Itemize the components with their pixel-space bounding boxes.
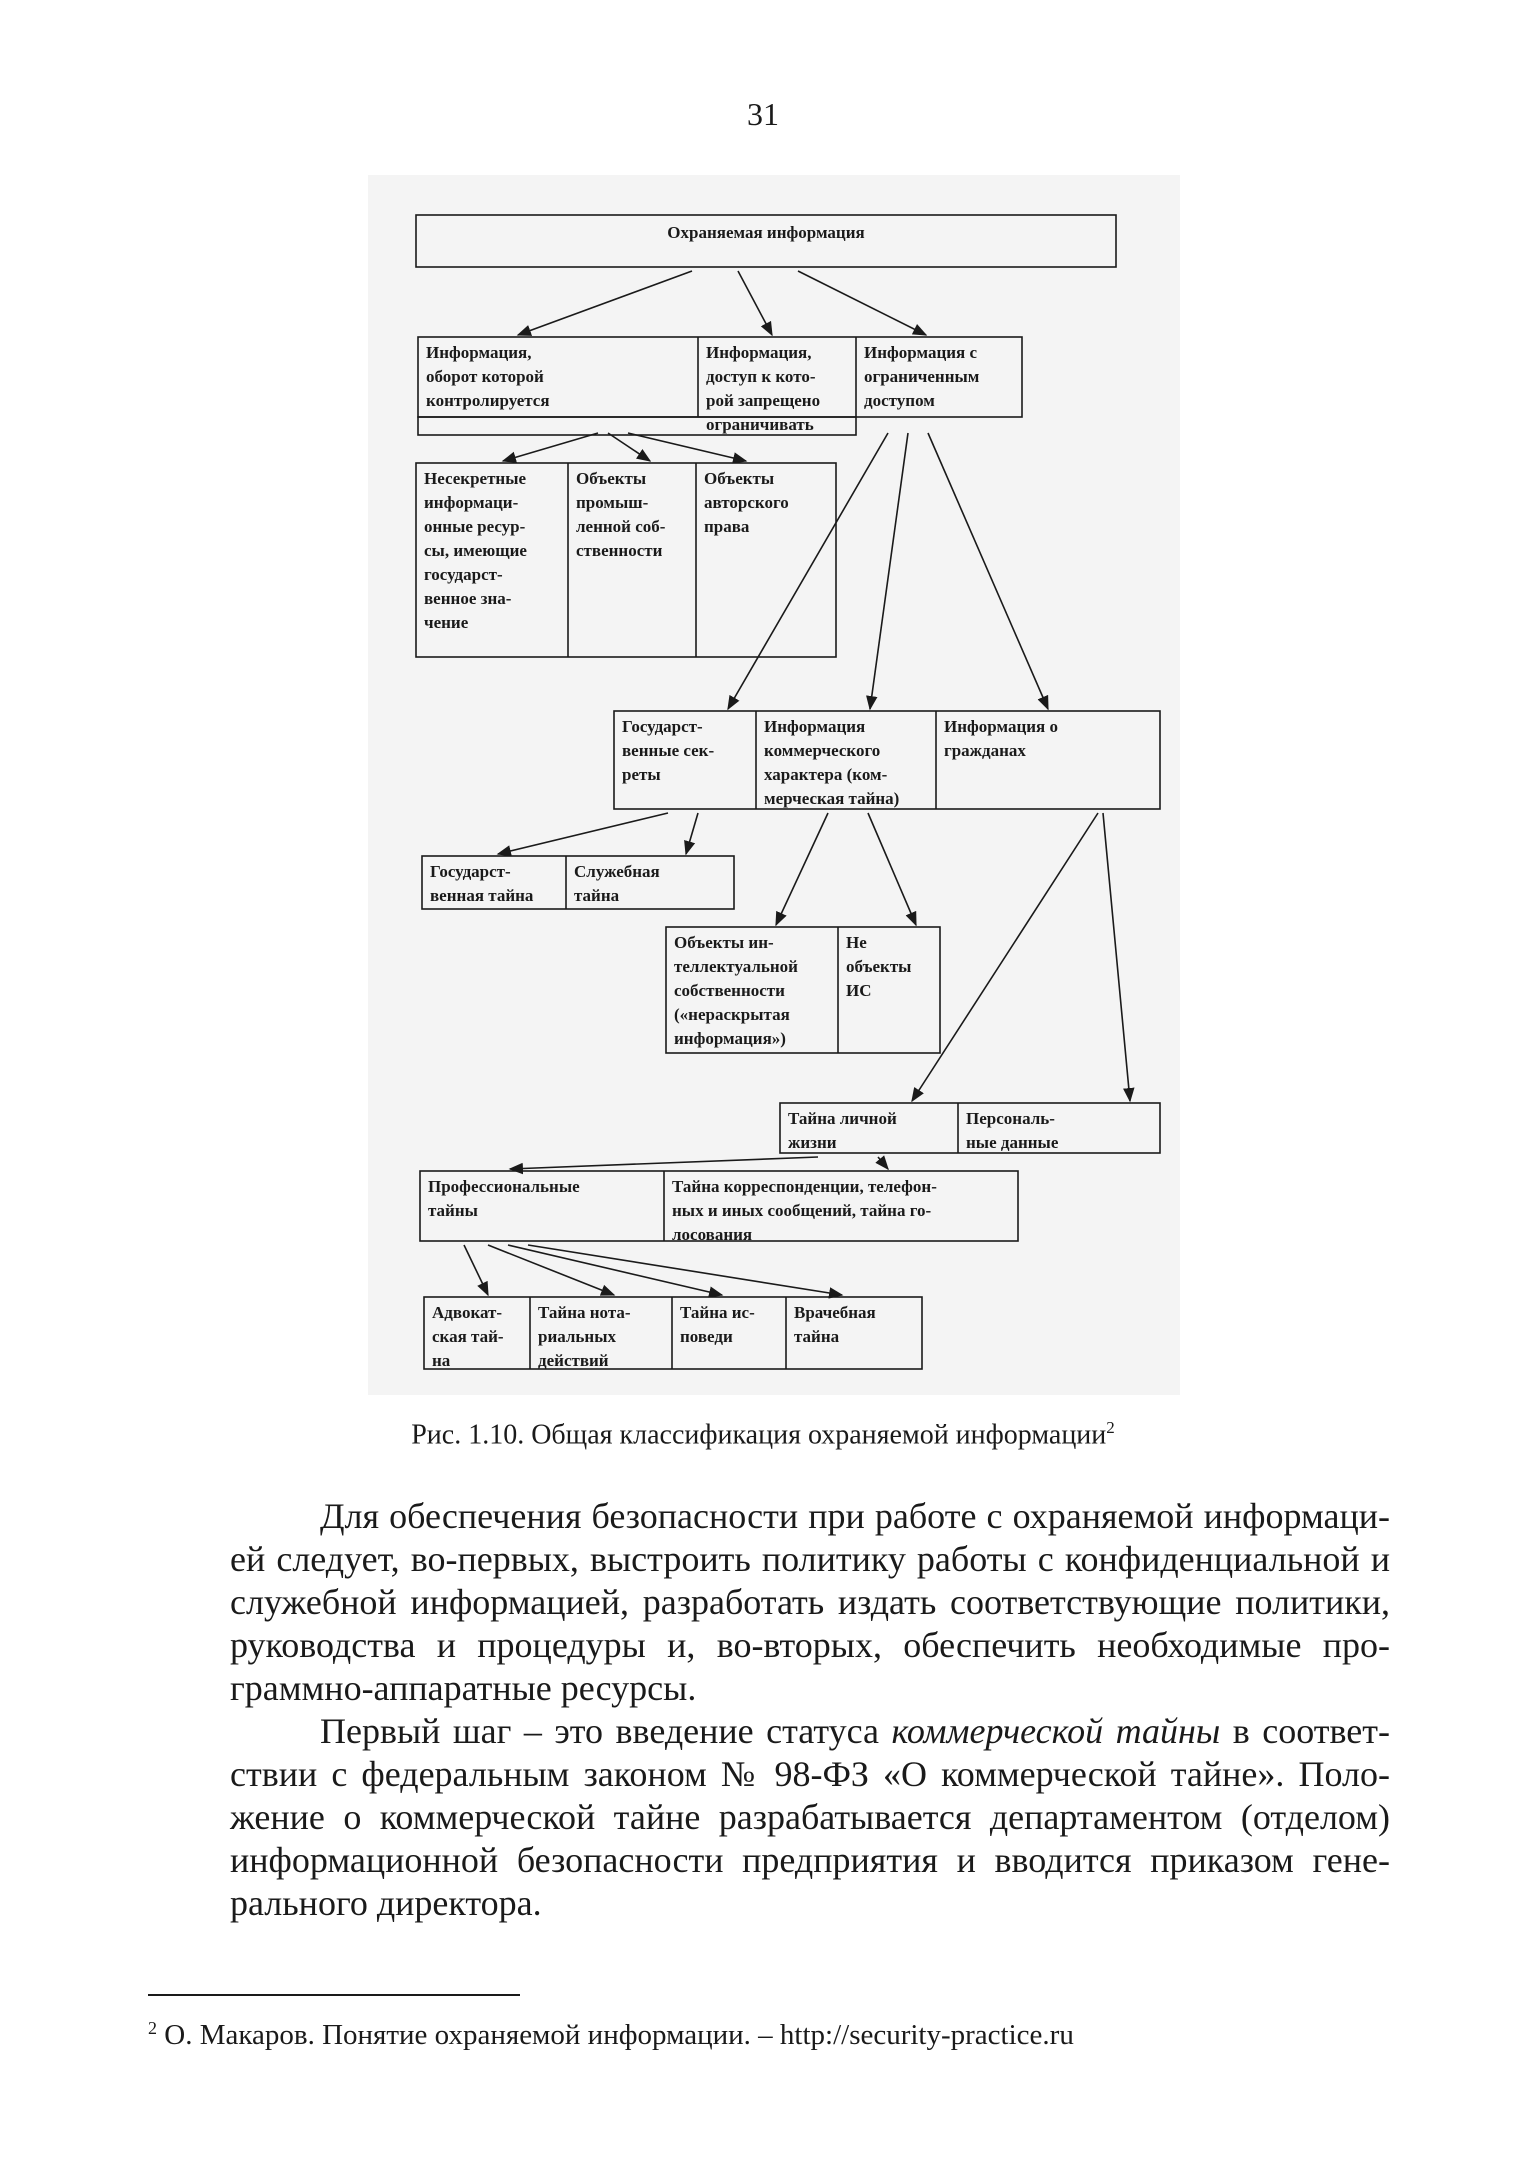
box-privacy — [419, 1170, 1019, 1242]
node-professional-secrets: Профессиональные тайны — [428, 1177, 580, 1220]
node-copyright: Объекты авторского права — [704, 469, 789, 536]
p2-italic-term: коммерческой тайны — [891, 1711, 1221, 1751]
box-controlled — [415, 462, 837, 658]
box-protected-info — [415, 214, 1117, 268]
node-medical-secret: Врачебная тайна — [794, 1303, 876, 1346]
node-personal-data: Персональ- ные данные — [966, 1109, 1059, 1152]
caption-text: Рис. 1.10. Общая классификация охраняемо… — [411, 1419, 1107, 1451]
p2-after: в соответ-ствии с федеральным законом № … — [230, 1711, 1390, 1923]
node-nonsecret-resources: Несекретные информаци- онные ресур- сы, … — [424, 469, 527, 632]
box-commercial — [665, 926, 941, 1054]
node-citizens-info: Информация о гражданах — [944, 717, 1058, 760]
footnote: 2 О. Макаров. Понятие охраняемой информа… — [148, 2018, 1074, 2052]
p2-before: Первый шаг – это введение статуса — [320, 1711, 892, 1751]
paragraph-1: Для обеспечения безопасности при работе … — [230, 1496, 1390, 1708]
diagram-lines — [415, 214, 1161, 1370]
footnote-separator — [148, 1994, 520, 1996]
footnote-text: О. Макаров. Понятие охраняемой информаци… — [164, 2019, 1074, 2051]
box-professional — [423, 1296, 923, 1370]
node-notary-secret: Тайна нота- риальных действий — [538, 1303, 631, 1369]
box-restricted — [613, 710, 1161, 810]
node-official-secret: Служебная тайна — [574, 862, 660, 905]
node-industrial-property: Объекты промыш- ленной соб- ственности — [576, 469, 666, 560]
node-confession-secret: Тайна ис- поведи — [680, 1303, 755, 1346]
node-state-secrets: Государст- венные сек- реты — [622, 717, 715, 784]
node-controlled-circulation: Информация, оборот которой контролируетс… — [426, 343, 550, 410]
node-commercial-info: Информация коммерческого характера (ком-… — [764, 717, 900, 808]
node-attorney-secret: Адвокат- ская тай- на — [432, 1303, 504, 1369]
footnote-number: 2 — [148, 2018, 157, 2038]
box-state-secrets — [421, 855, 735, 910]
node-protected-info: Охраняемая информация — [667, 223, 865, 242]
classification-diagram: Охраняемая информация Информация, оборот… — [368, 175, 1180, 1395]
node-correspondence-secret: Тайна корреспонденции, телефон- ных и ин… — [672, 1177, 937, 1241]
node-privacy: Тайна личной жизни — [788, 1109, 897, 1152]
box-citizens — [779, 1102, 1161, 1154]
node-unrestricted-access: Информация, доступ к кото- рой запрещено… — [706, 343, 821, 434]
paragraph-2: Первый шаг – это введение статуса коммер… — [230, 1710, 1390, 1925]
node-restricted-access: Информация с ограниченным доступом — [864, 343, 980, 410]
page-number: 31 — [747, 96, 779, 132]
caption-footnote-ref: 2 — [1106, 1418, 1115, 1437]
figure-caption: Рис. 1.10. Общая классификация охраняемо… — [0, 1418, 1526, 1451]
body-text: Для обеспечения безопасности при работе … — [230, 1495, 1390, 1925]
node-non-ip: Не объекты ИС — [846, 933, 912, 1000]
node-intellectual-property: Объекты ин- теллектуальной собственности… — [674, 933, 798, 1048]
node-state-secret: Государст- венная тайна — [430, 862, 534, 905]
